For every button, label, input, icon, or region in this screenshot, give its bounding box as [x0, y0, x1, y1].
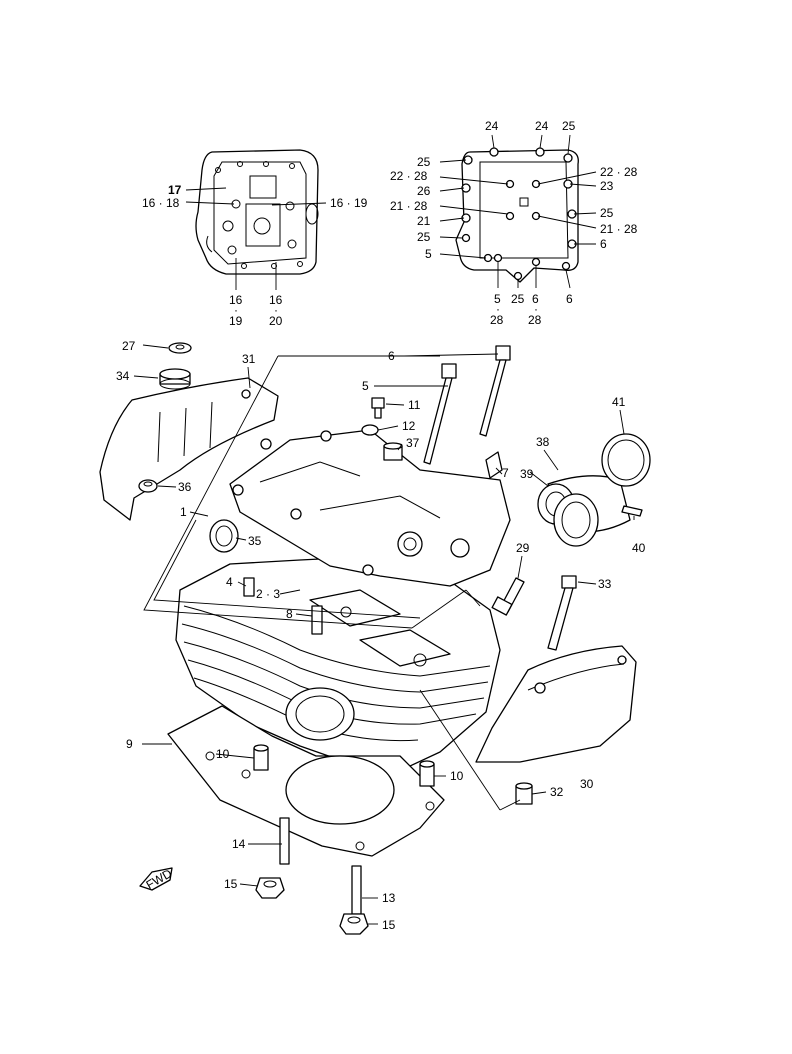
label-35: 35 — [248, 534, 262, 548]
label-16-18: 16 · 18 — [142, 196, 180, 210]
label-14: 14 — [232, 837, 246, 851]
part-13-stud — [351, 865, 362, 915]
label-6-c: 6 — [566, 292, 573, 306]
label-33: 33 — [598, 577, 612, 591]
label-10-right: 10 — [450, 769, 464, 783]
label-25-d: 25 — [417, 230, 431, 244]
part-10-dowel-left — [253, 744, 269, 771]
label-39: 39 — [520, 467, 534, 481]
label-23: 23 — [600, 179, 614, 193]
part-6-bolt — [479, 345, 511, 437]
part-15-nut-left — [255, 877, 285, 899]
label-11: 11 — [408, 398, 421, 412]
label-21: 21 — [417, 214, 431, 228]
part-37-plug — [383, 442, 403, 461]
label-25-e: 25 — [511, 292, 525, 306]
head-cover-bottom-view-inset — [455, 147, 579, 283]
label-24-b: 24 — [535, 119, 549, 133]
label-21-28-b: 21 · 28 — [600, 222, 638, 236]
rocker-housing — [229, 429, 511, 587]
part-35-oring — [209, 519, 239, 553]
label-5-b: 5 — [494, 292, 501, 306]
label-2-3: 2 · 3 — [256, 587, 280, 601]
part-38-gasket — [553, 493, 599, 547]
part-29-spark-plug — [491, 577, 525, 616]
label-19: 19 — [229, 314, 243, 328]
part-10-dowel-right — [419, 760, 435, 787]
head-top-view-inset — [195, 149, 319, 275]
label-6-a: 6 — [600, 237, 607, 251]
part-14-stud — [279, 817, 290, 865]
label-27: 27 — [122, 339, 136, 353]
label-25-c: 25 — [600, 206, 614, 220]
label-21-28-a: 21 · 28 — [390, 199, 428, 213]
part-36-grommet — [138, 479, 158, 493]
label-4: 4 — [226, 575, 233, 589]
part-5-bolt — [423, 363, 457, 465]
label-31: 31 — [242, 352, 256, 366]
label-17: 17 — [168, 183, 182, 197]
dot-20: · — [274, 303, 278, 317]
label-22-28-b: 22 · 28 — [600, 165, 638, 179]
part-27-washer — [168, 342, 192, 354]
dot-19: · — [234, 303, 238, 317]
label-25-b: 25 — [417, 155, 431, 169]
part-8-valve-guide — [311, 605, 323, 635]
label-36: 36 — [178, 480, 192, 494]
label-28-b: 28 — [528, 313, 542, 327]
label-5-a: 5 — [425, 247, 432, 261]
part-15-nut-right — [339, 913, 369, 935]
label-24-a: 24 — [485, 119, 499, 133]
label-6-b: 6 — [532, 292, 539, 306]
label-40: 40 — [632, 541, 646, 555]
dot-28-a: · — [496, 302, 500, 316]
label-34: 34 — [116, 369, 130, 383]
label-30: 30 — [580, 777, 594, 791]
label-38: 38 — [536, 435, 550, 449]
label-9: 9 — [126, 737, 133, 751]
dot-28-b: · — [534, 302, 538, 316]
label-8: 8 — [286, 607, 293, 621]
part-1-cylinder-head — [175, 555, 501, 781]
label-15-right: 15 — [382, 918, 396, 932]
fwd-arrow-icon: FWD — [139, 866, 175, 892]
label-20: 20 — [269, 314, 283, 328]
label-16-left: 16 — [229, 293, 243, 307]
part-7-dowel — [485, 451, 503, 479]
label-37: 37 — [406, 436, 420, 450]
part-12-washer — [361, 424, 379, 436]
label-32: 32 — [550, 785, 564, 799]
label-6-main: 6 — [388, 349, 395, 363]
label-15-left: 15 — [224, 877, 238, 891]
label-29: 29 — [516, 541, 530, 555]
part-34-grommet — [159, 368, 191, 390]
part-30-side-cover — [475, 645, 637, 763]
label-28-a: 28 — [490, 313, 504, 327]
label-22-28-a: 22 · 28 — [390, 169, 428, 183]
label-26: 26 — [417, 184, 431, 198]
label-13: 13 — [382, 891, 396, 905]
part-4-valve-seal — [243, 577, 255, 597]
part-11-bolt — [371, 397, 385, 419]
head-cover-bottom-view-leaders — [439, 134, 597, 289]
label-10-left: 10 — [216, 747, 230, 761]
part-32-grommet — [515, 782, 533, 805]
label-7: 7 — [502, 466, 509, 480]
label-41: 41 — [612, 395, 626, 409]
part-41-clamp — [601, 433, 651, 487]
label-12: 12 — [402, 419, 416, 433]
label-5-main: 5 — [362, 379, 369, 393]
label-16-right: 16 — [269, 293, 283, 307]
label-1: 1 — [180, 505, 187, 519]
label-25-a: 25 — [562, 119, 576, 133]
label-16-19: 16 · 19 — [330, 196, 368, 210]
part-40-screw — [621, 505, 643, 517]
main-leaders — [133, 344, 635, 925]
part-33-bolt — [547, 575, 577, 651]
head-top-view-leaders — [185, 187, 327, 290]
